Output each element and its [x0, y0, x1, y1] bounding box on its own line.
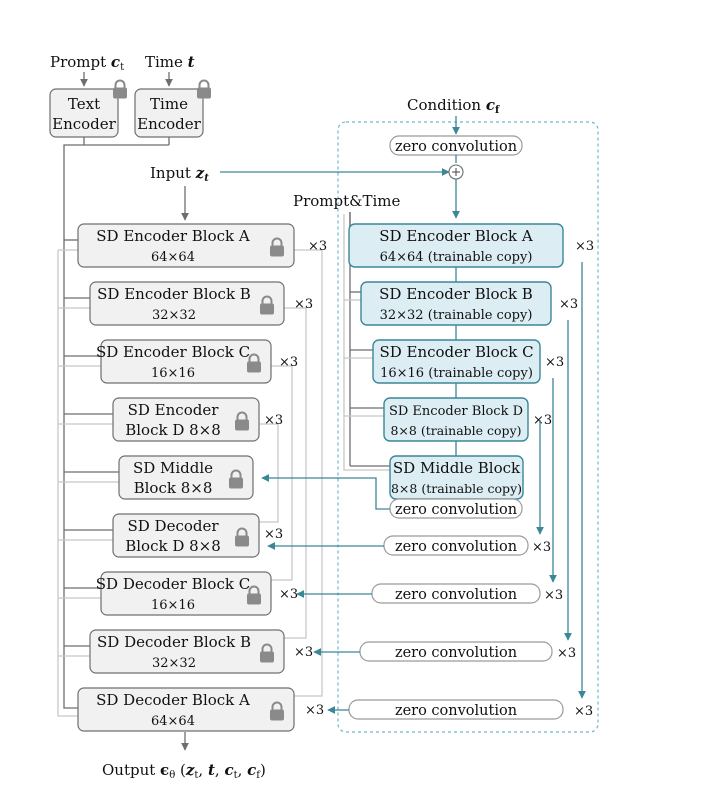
locked-block-mult: ×3 — [279, 355, 298, 370]
trainable-block-mult: ×3 — [545, 355, 564, 370]
locked-block-title: SD Decoder Block B — [97, 633, 251, 651]
locked-block-title: SD Encoder Block B — [97, 285, 251, 303]
locked-block-title: SD Encoder — [128, 401, 220, 419]
locked-block-mult: ×3 — [264, 413, 283, 428]
locked-block-mult: ×3 — [264, 527, 283, 542]
lock-icon — [112, 79, 128, 100]
trainable-block-mult: ×3 — [559, 297, 578, 312]
locked-block-size: 32×32 — [152, 656, 196, 671]
zero-conv-d-mult: ×3 — [532, 540, 551, 555]
zero-conv-top-label: zero convolution — [395, 139, 517, 155]
time-encoder-label-1: Time — [150, 95, 188, 113]
time-label: Time t — [145, 53, 195, 71]
locked-block-size: 16×16 — [151, 598, 195, 613]
locked-block-size: 64×64 — [151, 250, 195, 265]
zero-conv-middle-label: zero convolution — [395, 502, 517, 518]
locked-block-enc-a: SD Encoder Block A 64×64 ×3 — [77, 223, 327, 268]
locked-block-title: SD Middle — [133, 459, 213, 477]
prompt-label: Prompt ct — [50, 53, 124, 73]
output-label: Output ϵθ (zt, t, ct, cf) — [102, 761, 266, 781]
lock-icon — [196, 79, 212, 100]
time-encoder-label-2: Encoder — [137, 115, 202, 133]
trainable-block-size: 16×16 (trainable copy) — [380, 366, 533, 381]
trainable-block-copy-b: SD Encoder Block B 32×32 (trainable copy)… — [360, 281, 578, 326]
zero-conv-b-label: zero convolution — [395, 645, 517, 661]
time-encoder: Time Encoder — [134, 79, 212, 138]
zero-conv-middle: zero convolution — [389, 498, 523, 519]
zero-conv-a-label: zero convolution — [395, 703, 517, 719]
locked-block-dec-a: SD Decoder Block A 64×64 ×3 — [77, 687, 324, 732]
zero-conv-d: zero convolution — [383, 535, 529, 556]
zero-conv-b-mult: ×3 — [557, 646, 576, 661]
trainable-block-copy-d: SD Encoder Block D 8×8 (trainable copy) ×3 — [383, 397, 552, 442]
trainable-block-title: SD Encoder Block A — [379, 227, 533, 245]
trainable-block-size: 8×8 (trainable copy) — [390, 423, 521, 438]
trainable-block-mult: ×3 — [533, 413, 552, 428]
locked-block-title: SD Decoder — [127, 517, 219, 535]
trainable-block-size: 32×32 (trainable copy) — [380, 308, 533, 323]
text-encoder-label-1: Text — [68, 95, 100, 113]
locked-block-size: 32×32 — [152, 308, 196, 323]
trainable-block-title: SD Middle Block — [393, 459, 521, 477]
zero-conv-c-mult: ×3 — [544, 588, 563, 603]
locked-block-mult: ×3 — [305, 703, 324, 718]
zero-conv-c-label: zero convolution — [395, 587, 517, 603]
locked-block-mult: ×3 — [294, 297, 313, 312]
locked-block-dec-c: SD Decoder Block C 16×16 ×3 — [96, 571, 298, 616]
zero-conv-b: zero convolution — [359, 641, 553, 662]
controlnet-region — [337, 121, 599, 733]
text-encoder: Text Encoder — [49, 79, 128, 138]
text-encoder-label-2: Encoder — [52, 115, 117, 133]
prompt-time-label: Prompt&Time — [293, 192, 401, 210]
locked-block-enc-b: SD Encoder Block B 32×32 ×3 — [89, 281, 313, 326]
zero-conv-a-mult: ×3 — [574, 704, 593, 719]
locked-block-size: 64×64 — [151, 714, 195, 729]
trainable-block-title: SD Encoder Block C — [379, 343, 533, 361]
locked-block-size: 16×16 — [151, 366, 195, 381]
zero-conv-c: zero convolution — [371, 583, 541, 604]
zero-conv-d-label: zero convolution — [395, 539, 517, 555]
trainable-block-size: 8×8 (trainable copy) — [391, 481, 522, 496]
zero-conv-top: zero convolution — [389, 135, 523, 156]
locked-block-dec-b: SD Decoder Block B 32×32 ×3 — [89, 629, 313, 674]
trainable-block-copy-mid: SD Middle Block 8×8 (trainable copy) — [389, 455, 524, 500]
trainable-block-size: 64×64 (trainable copy) — [380, 250, 533, 265]
trainable-block-mult: ×3 — [575, 239, 594, 254]
locked-block-mult: ×3 — [279, 587, 298, 602]
zero-conv-a: zero convolution — [348, 699, 564, 720]
locked-block-title: SD Encoder Block A — [96, 227, 250, 245]
trainable-block-title: SD Encoder Block B — [379, 285, 533, 303]
locked-block-mult: ×3 — [294, 645, 313, 660]
condition-label: Condition cf — [407, 96, 500, 116]
trainable-block-title: SD Encoder Block D — [389, 404, 523, 419]
locked-block-title: SD Decoder Block C — [96, 575, 250, 593]
input-zt-label: Input zt — [150, 164, 209, 184]
plus-icon — [448, 164, 464, 180]
trainable-block-copy-a: SD Encoder Block A 64×64 (trainable copy)… — [348, 223, 594, 268]
locked-block-size: Block 8×8 — [134, 479, 213, 497]
locked-block-size: Block D 8×8 — [125, 421, 221, 439]
locked-block-title: SD Decoder Block A — [96, 691, 250, 709]
locked-block-enc-c: SD Encoder Block C 16×16 ×3 — [96, 339, 298, 384]
locked-block-size: Block D 8×8 — [125, 537, 221, 555]
locked-block-mult: ×3 — [308, 239, 327, 254]
trainable-block-copy-c: SD Encoder Block C 16×16 (trainable copy)… — [372, 339, 564, 384]
locked-block-title: SD Encoder Block C — [96, 343, 250, 361]
